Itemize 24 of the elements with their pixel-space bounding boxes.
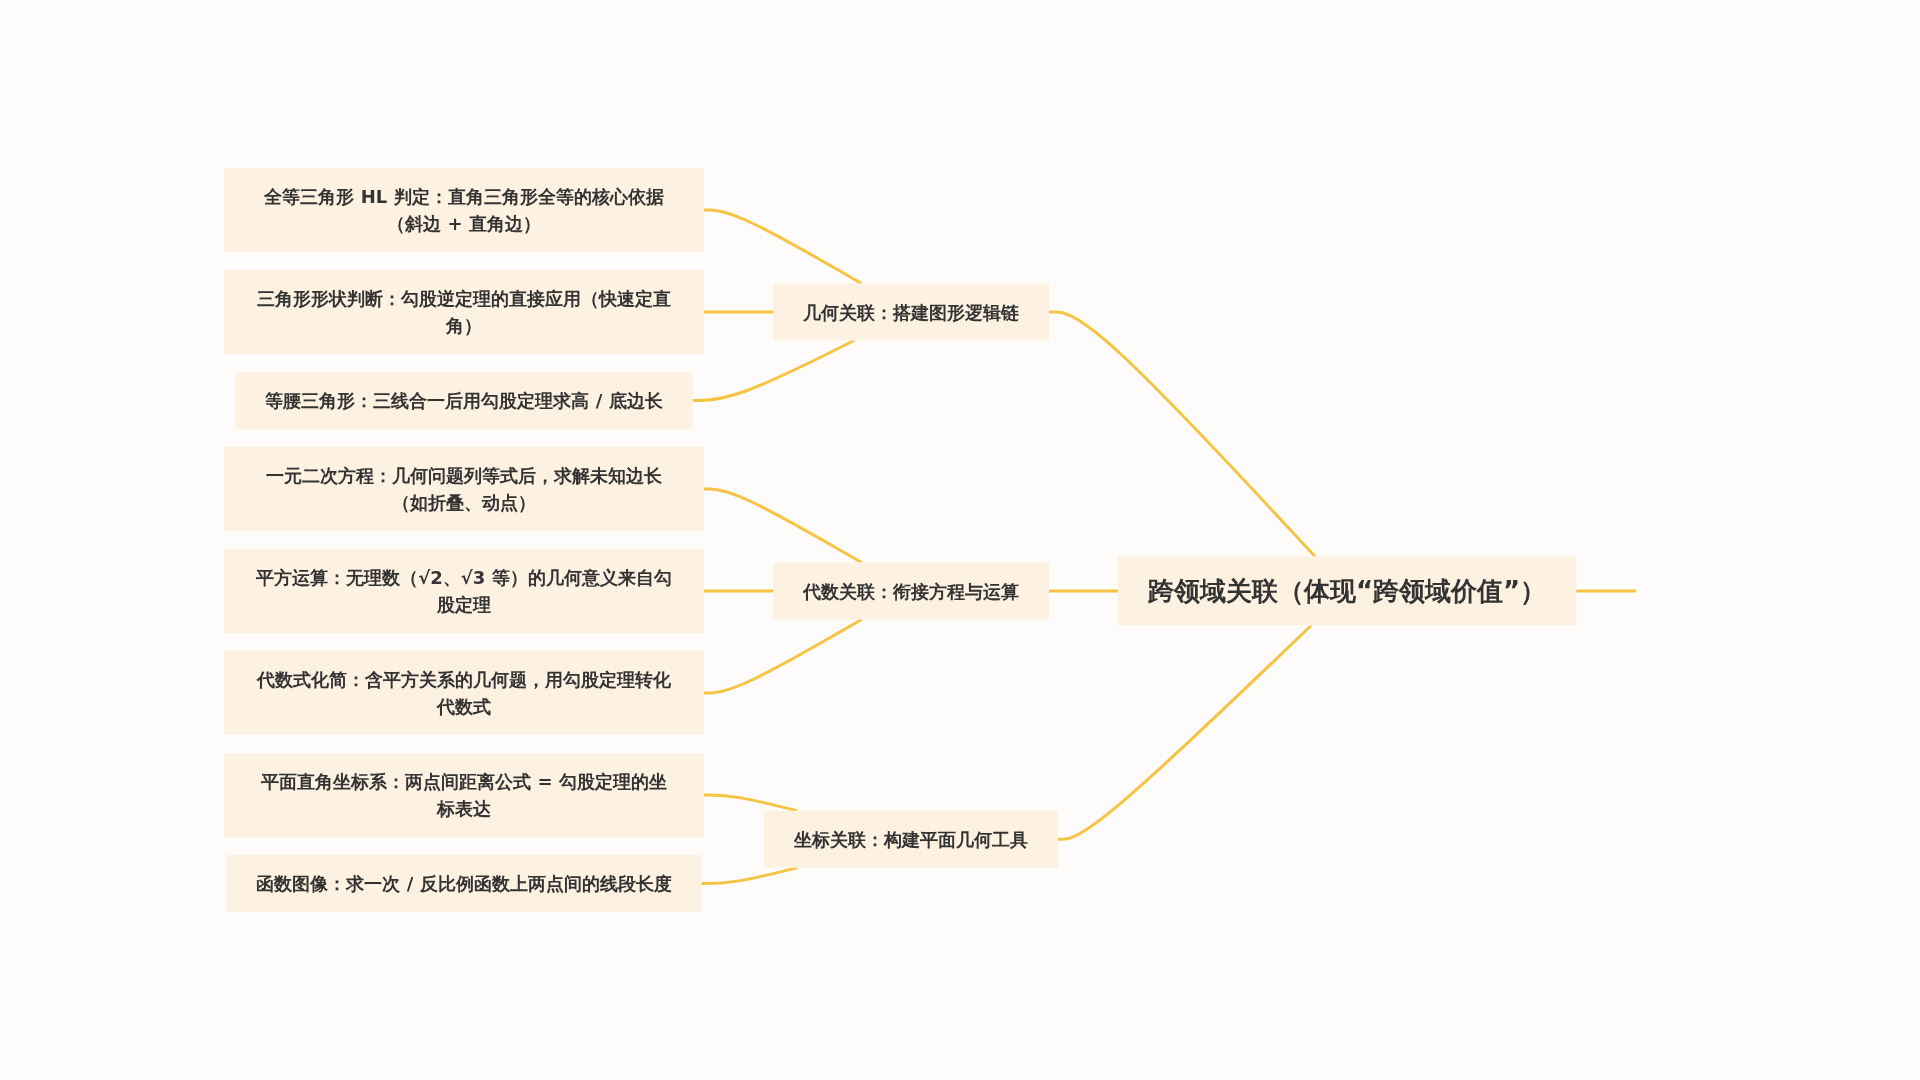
node-box: 坐标关联：构建平面几何工具: [763, 810, 1058, 868]
node-box: 代数式化简：含平方关系的几何题，用勾股定理转化代数式: [223, 651, 704, 735]
connector: [692, 339, 855, 402]
node-box: 等腰三角形：三线合一后用勾股定理求高 / 底边长: [235, 372, 693, 429]
node-box: 跨领域关联（体现“跨领域价值”）: [1117, 556, 1577, 626]
node-box: 平方运算：无理数（√2、√3 等）的几何意义来自勾股定理: [223, 549, 704, 633]
connector: [1057, 624, 1313, 841]
node-box: 全等三角形 HL 判定：直角三角形全等的核心依据（斜边 + 直角边）: [223, 168, 704, 252]
node-box: 三角形形状判断：勾股逆定理的直接应用（快速定直角）: [223, 270, 704, 354]
connector: [703, 310, 773, 314]
connector: [1048, 589, 1118, 593]
connector: [703, 618, 863, 695]
connector: [703, 793, 798, 813]
node-box: 函数图像：求一次 / 反比例函数上两点间的线段长度: [226, 855, 702, 912]
node-box: 几何关联：搭建图形逻辑链: [772, 283, 1049, 341]
connector: [1576, 589, 1637, 593]
node-box: 代数关联：衔接方程与运算: [772, 562, 1049, 620]
connector: [703, 589, 773, 593]
connector: [703, 487, 863, 564]
node-box: 一元二次方程：几何问题列等式后，求解未知边长（如折叠、动点）: [223, 447, 704, 531]
connector: [1048, 310, 1317, 558]
connector: [703, 208, 863, 285]
node-box: 平面直角坐标系：两点间距离公式 = 勾股定理的坐标表达: [223, 753, 704, 837]
connector: [701, 866, 798, 885]
